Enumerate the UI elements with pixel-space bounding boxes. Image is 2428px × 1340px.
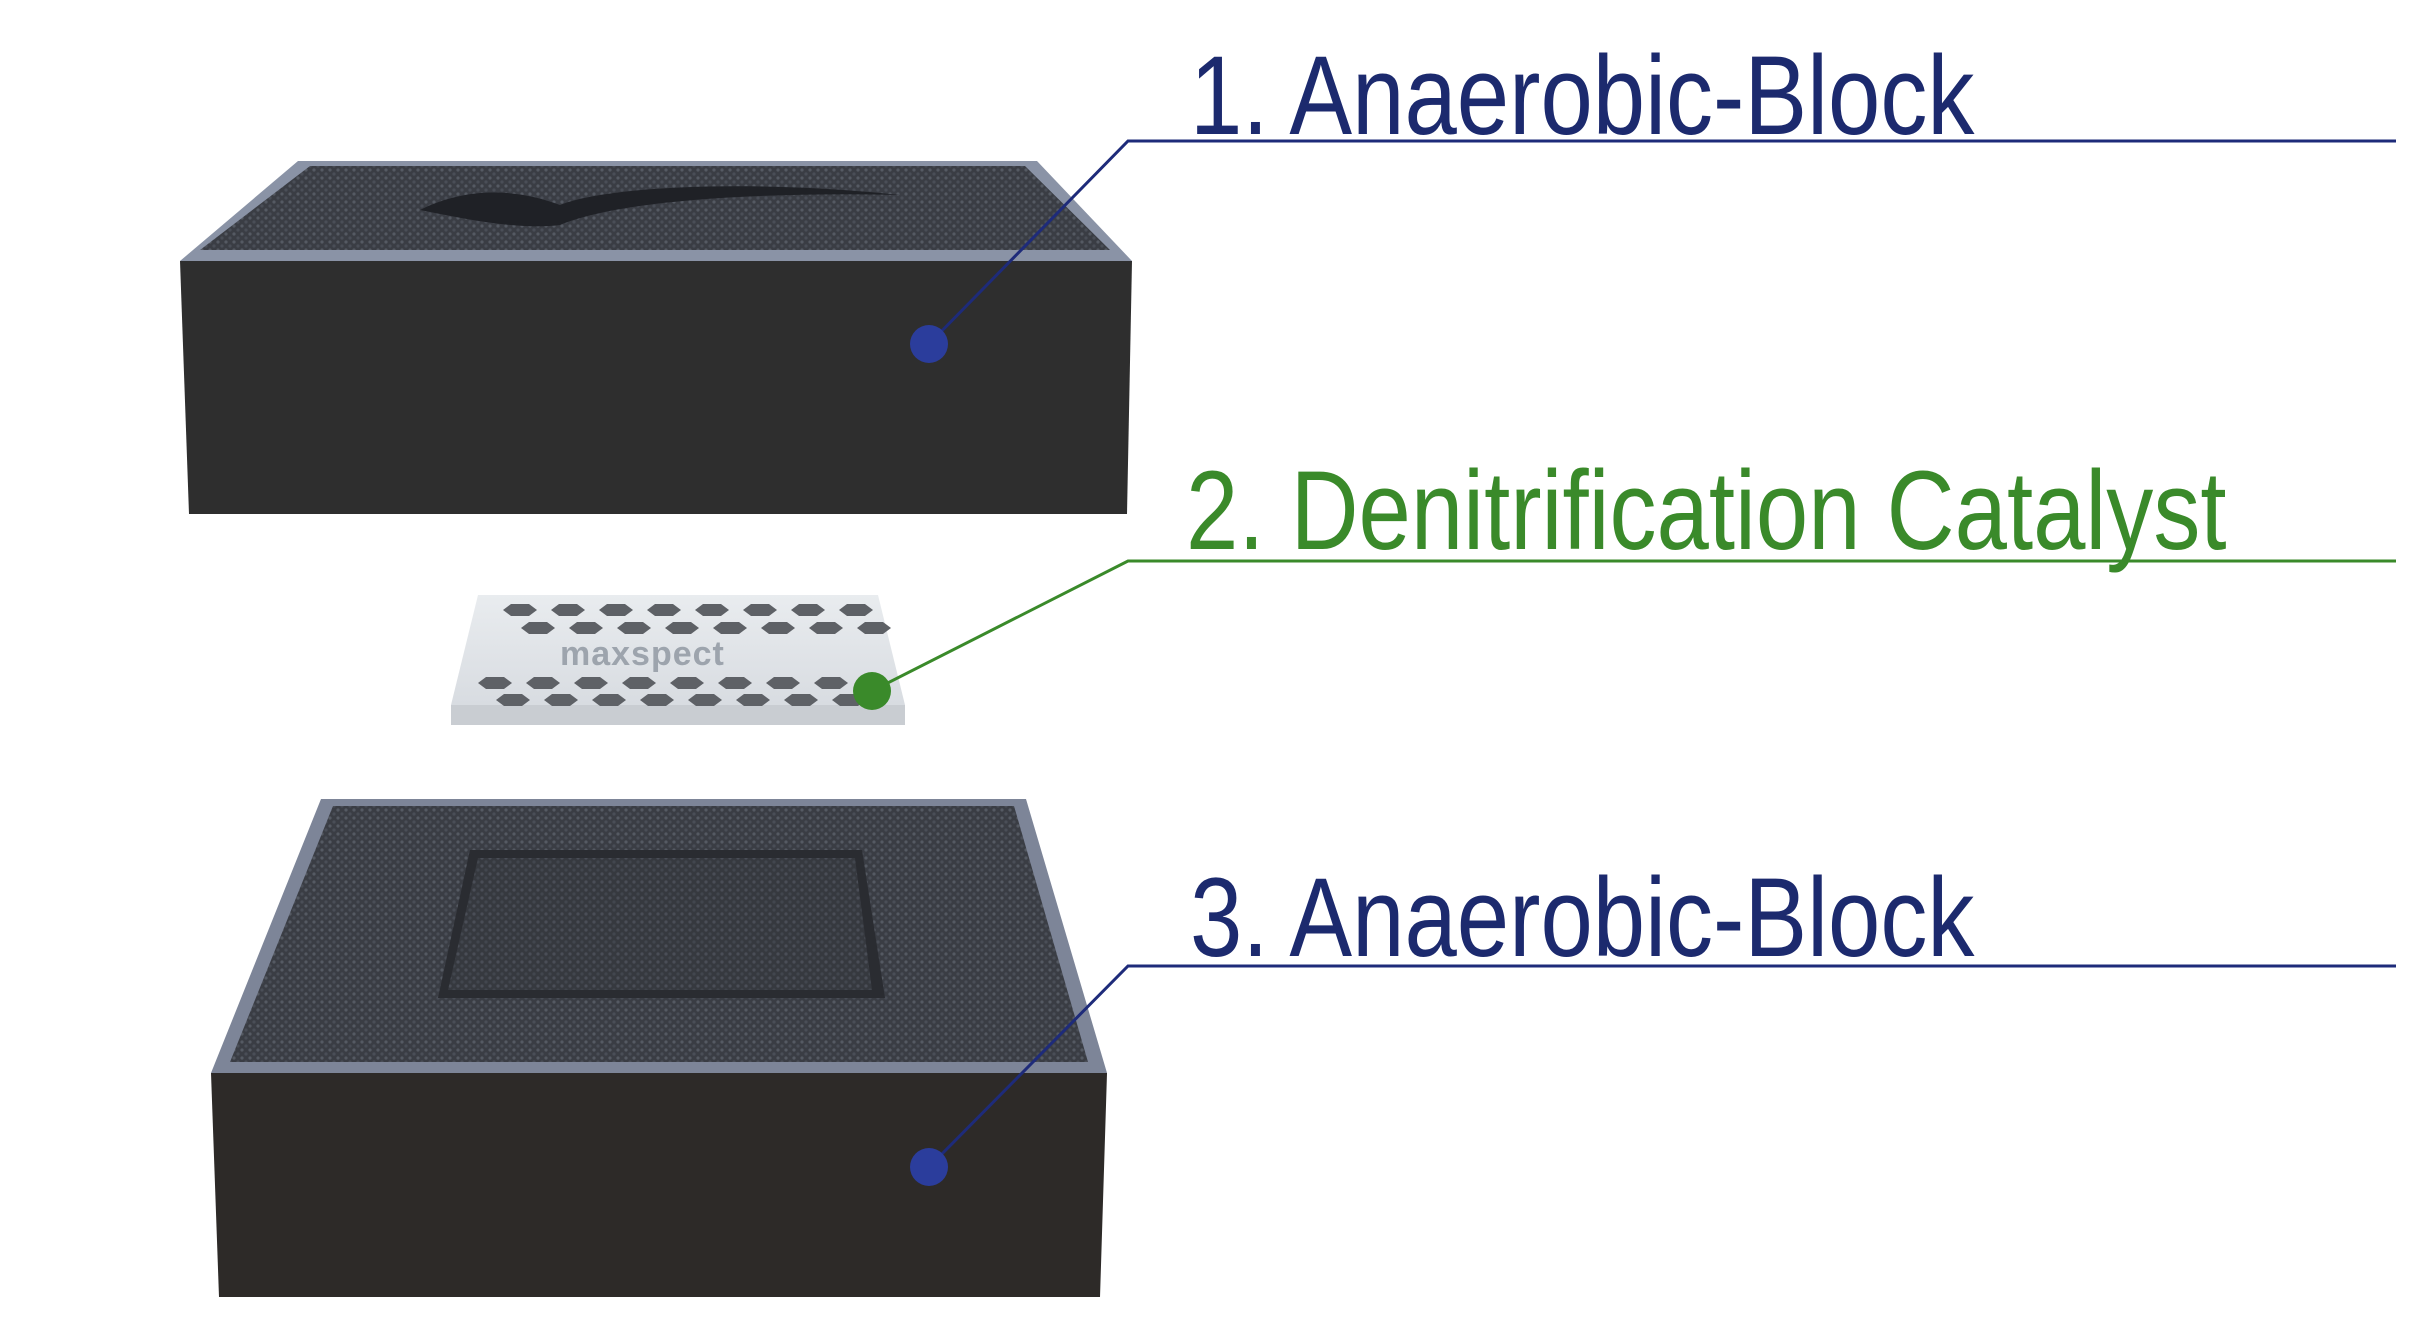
catalyst-logo: maxspect	[560, 635, 725, 673]
catalyst-hole	[478, 677, 512, 689]
leader-line-3	[910, 964, 2396, 1186]
catalyst-hole	[688, 694, 722, 706]
catalyst-hole	[544, 694, 578, 706]
block-front-face	[211, 1073, 1107, 1297]
catalyst-hole	[695, 604, 729, 616]
catalyst-hole	[665, 622, 699, 634]
label-anaerobic-block-3: 3. Anaerobic-Block	[1190, 855, 1975, 980]
catalyst-hole	[640, 694, 674, 706]
catalyst-hole	[551, 604, 585, 616]
catalyst-hole	[503, 604, 537, 616]
catalyst-hole	[569, 622, 603, 634]
catalyst-hole	[784, 694, 818, 706]
marker-dot	[910, 1148, 948, 1186]
catalyst-hole	[496, 694, 530, 706]
marker-dot	[910, 325, 948, 363]
catalyst-hole	[574, 677, 608, 689]
anaerobic-block-bottom	[211, 799, 1107, 1297]
catalyst-hole	[736, 694, 770, 706]
block-top-foam	[200, 166, 1110, 250]
catalyst-hole	[647, 604, 681, 616]
leader-line-2	[853, 559, 2396, 710]
catalyst-hole	[521, 622, 555, 634]
catalyst-hole	[791, 604, 825, 616]
denitrification-catalyst: maxspect	[451, 595, 905, 725]
catalyst-hole	[766, 677, 800, 689]
catalyst-hole	[599, 604, 633, 616]
catalyst-hole	[670, 677, 704, 689]
catalyst-hole	[617, 622, 651, 634]
catalyst-hole	[809, 622, 843, 634]
logo-cutout	[420, 186, 900, 227]
catalyst-hole	[592, 694, 626, 706]
catalyst-hole	[743, 604, 777, 616]
catalyst-hole	[761, 622, 795, 634]
catalyst-hole	[622, 677, 656, 689]
catalyst-hole	[839, 604, 873, 616]
label-denitrification-catalyst: 2. Denitrification Catalyst	[1186, 448, 2227, 573]
anaerobic-block-top	[180, 161, 1132, 514]
catalyst-hole	[526, 677, 560, 689]
catalyst-hole	[814, 677, 848, 689]
block-front-face	[180, 261, 1132, 514]
catalyst-hole	[857, 622, 891, 634]
marker-dot	[853, 672, 891, 710]
catalyst-hole	[718, 677, 752, 689]
catalyst-hole	[713, 622, 747, 634]
leader-line-1	[910, 139, 2396, 363]
label-anaerobic-block-1: 1. Anaerobic-Block	[1190, 33, 1975, 158]
